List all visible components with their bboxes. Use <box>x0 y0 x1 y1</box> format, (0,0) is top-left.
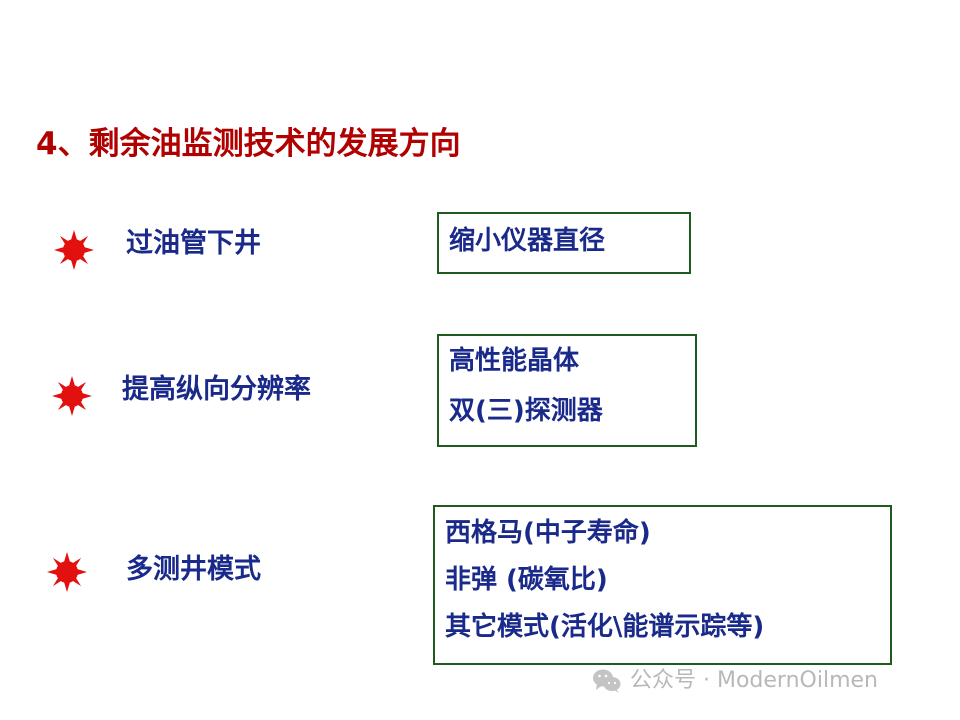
detail-line: 高性能晶体 <box>449 346 580 376</box>
watermark-text: 公众号 · ModernOilmen <box>630 668 878 693</box>
item-label-resolution: 提高纵向分辨率 <box>122 374 311 405</box>
red-sun-bullet-icon <box>45 550 89 594</box>
detail-line: 西格马(中子寿命) <box>445 518 651 548</box>
detail-box-tubing: 缩小仪器直径 <box>437 212 691 274</box>
page-title: 4、剩余油监测技术的发展方向 <box>36 126 461 162</box>
item-label-multi-mode: 多测井模式 <box>126 554 261 585</box>
red-sun-bullet-icon <box>50 374 94 418</box>
wechat-icon <box>593 669 621 693</box>
detail-box-multi-mode: 西格马(中子寿命) 非弹 (碳氧比) 其它模式(活化\能谱示踪等) <box>433 505 892 665</box>
detail-line: 缩小仪器直径 <box>449 226 606 256</box>
detail-line: 双(三)探测器 <box>449 396 603 426</box>
detail-line: 其它模式(活化\能谱示踪等) <box>445 612 765 642</box>
red-sun-bullet-icon <box>52 228 96 272</box>
detail-line: 非弹 (碳氧比) <box>445 565 608 595</box>
detail-box-resolution: 高性能晶体 双(三)探测器 <box>437 334 697 447</box>
watermark: 公众号 · ModernOilmen <box>592 666 878 696</box>
item-label-tubing: 过油管下井 <box>126 228 261 259</box>
